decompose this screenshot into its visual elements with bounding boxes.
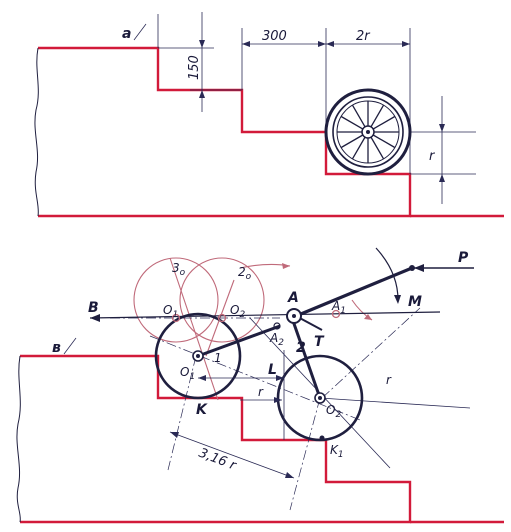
wheel-icon xyxy=(324,88,412,176)
label-M: M xyxy=(408,294,422,310)
rotation-arrow-top-head xyxy=(282,263,290,269)
break-line-a xyxy=(34,47,39,217)
label-3o-sub: о xyxy=(180,268,186,278)
label-O1-sub: 1 xyxy=(189,372,195,382)
dim-line-316 xyxy=(169,431,295,479)
figure-a-label-tick xyxy=(133,23,147,41)
label-A1: A1 xyxy=(331,299,346,316)
point-K1 xyxy=(319,435,325,441)
axis-line-normal-1 xyxy=(167,355,197,471)
label-A1-main: A xyxy=(331,299,340,313)
figure-b-label-text: в xyxy=(52,340,61,356)
axis-line-r2 xyxy=(319,397,471,409)
joint-A-center xyxy=(292,314,296,318)
label-O2p-sub: 2 xyxy=(239,310,245,320)
label-circle-3o: 3о xyxy=(172,261,186,278)
label-link-2: 2 xyxy=(296,340,306,356)
label-circle-2o: 2о xyxy=(238,265,252,282)
dim-150-text: 150 xyxy=(187,55,202,80)
label-K: K xyxy=(196,402,208,418)
construction-circle-2o xyxy=(179,257,265,343)
label-O2p: O2 xyxy=(230,303,245,320)
label-O2-main: O xyxy=(326,403,335,417)
figure-a: 300 2r 150 r а xyxy=(34,12,504,218)
figure-b: K в P M B A A1 A2 T O1 O2 O1 O2 3о 2о xyxy=(16,247,504,524)
label-K1-main: K xyxy=(330,443,339,457)
wheel-1-hub-dot xyxy=(196,354,200,358)
axis-line-normal-2 xyxy=(289,397,321,511)
construction-line-1 xyxy=(169,257,219,401)
handle-end xyxy=(409,265,415,271)
force-B-arrowhead xyxy=(90,314,100,322)
dim-300-text: 300 xyxy=(262,29,287,44)
point-O1p xyxy=(171,313,181,323)
figure-a-label: а xyxy=(122,26,131,42)
wheel-2-hub-dot xyxy=(318,396,322,400)
label-K1-sub: 1 xyxy=(338,450,344,460)
label-2o-main: 2 xyxy=(238,265,246,279)
label-link-1: 1 xyxy=(214,351,222,365)
force-line-B-M xyxy=(89,311,441,319)
link-O1-A xyxy=(197,324,281,358)
label-A2: A2 xyxy=(269,331,284,348)
rotation-arrow-right-head xyxy=(364,314,372,320)
stairs-outline-a xyxy=(38,46,412,218)
axis-line-diag xyxy=(321,307,421,399)
label-r1: r xyxy=(258,385,264,399)
label-A2-sub: 2 xyxy=(278,338,284,348)
label-B: B xyxy=(88,300,99,316)
label-O1p-main: O xyxy=(163,303,172,317)
label-K1: K1 xyxy=(330,443,344,460)
label-O1-main: O xyxy=(180,365,189,379)
figure-b-label-tick xyxy=(63,337,77,355)
label-A2-main: A xyxy=(269,331,278,345)
point-A1 xyxy=(331,309,341,319)
label-O1: O1 xyxy=(180,365,195,382)
label-T: T xyxy=(314,334,325,350)
label-O2-sub: 2 xyxy=(335,410,341,420)
label-L: L xyxy=(268,362,277,378)
wheel-2 xyxy=(276,354,364,442)
label-P: P xyxy=(458,250,469,266)
label-A1-sub: 1 xyxy=(340,306,346,316)
point-A2 xyxy=(273,322,281,330)
label-2o-sub: о xyxy=(246,272,252,282)
label-O2: O2 xyxy=(326,403,341,420)
label-O2p-main: O xyxy=(230,303,239,317)
point-O2p xyxy=(217,313,227,323)
label-r2: r xyxy=(386,373,392,387)
label-A: A xyxy=(287,290,299,306)
break-line-b xyxy=(16,355,21,523)
stairs-outline-b xyxy=(20,354,412,524)
label-O1p-sub: 1 xyxy=(172,310,178,320)
moment-M-arrowhead xyxy=(394,295,401,304)
label-3o-main: 3 xyxy=(172,261,180,275)
handle-rod xyxy=(295,266,413,318)
dim-2r-text: 2r xyxy=(356,29,371,44)
label-O1p: O1 xyxy=(163,303,178,320)
dim-arrow-r1 xyxy=(274,397,282,403)
force-P-arrowhead xyxy=(414,264,424,272)
dim-r-text: r xyxy=(429,149,436,164)
construction-circle-3o xyxy=(133,257,219,343)
wheel-1 xyxy=(154,312,242,400)
